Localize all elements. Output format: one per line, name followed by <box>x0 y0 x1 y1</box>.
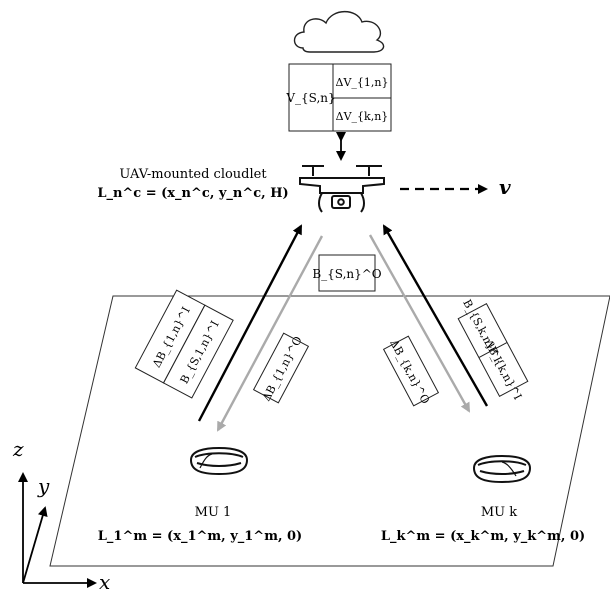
left-uplink-boxes: ΔB_{1,n}^I B_{S,1,n}^I <box>134 289 234 399</box>
center-box: B_{S,n}^O <box>312 254 382 292</box>
right-uplink-arrow <box>382 224 489 407</box>
ground-plane <box>49 295 610 567</box>
muk-name: MU k <box>481 505 517 520</box>
right-downlink-arrow <box>368 234 471 413</box>
cloud-icon <box>293 10 385 53</box>
table-bottom-right-cell: ΔV_{k,n} <box>336 110 389 123</box>
center-box-label: B_{S,n}^O <box>312 267 381 281</box>
left-uplink-arrow <box>197 224 303 422</box>
muk-location: L_k^m = (x_k^m, y_k^m, 0) <box>381 529 585 544</box>
cloudlet-data-table: V_{S,n} ΔV_{1,n} ΔV_{k,n} <box>285 63 392 132</box>
drone-icon <box>299 165 385 213</box>
cloudlet-location: L_n^c = (x_n^c, y_n^c, H) <box>97 186 288 201</box>
coordinate-axes: z y x <box>12 437 110 594</box>
left-downlink-box: ΔB_{1,n}^O <box>252 332 310 404</box>
cloudlet-label: UAV-mounted cloudlet <box>119 167 267 182</box>
y-axis <box>22 506 48 584</box>
left-downlink-arrow <box>216 235 324 432</box>
mu1-location: L_1^m = (x_1^m, y_1^m, 0) <box>98 529 302 544</box>
z-axis-label: z <box>12 437 24 461</box>
x-axis-label: x <box>99 570 110 594</box>
mu1-headset-icon <box>189 446 249 476</box>
mu1-name: MU 1 <box>195 505 232 520</box>
velocity-label: v <box>499 175 511 199</box>
y-axis-label: y <box>37 474 50 498</box>
table-top-right-cell: ΔV_{1,n} <box>336 76 389 89</box>
muk-headset-icon <box>472 454 532 484</box>
right-uplink-boxes: B_{S,k,n}^I ΔB_{k,n}^I <box>457 297 529 402</box>
table-left-cell: V_{S,n} <box>285 91 335 105</box>
